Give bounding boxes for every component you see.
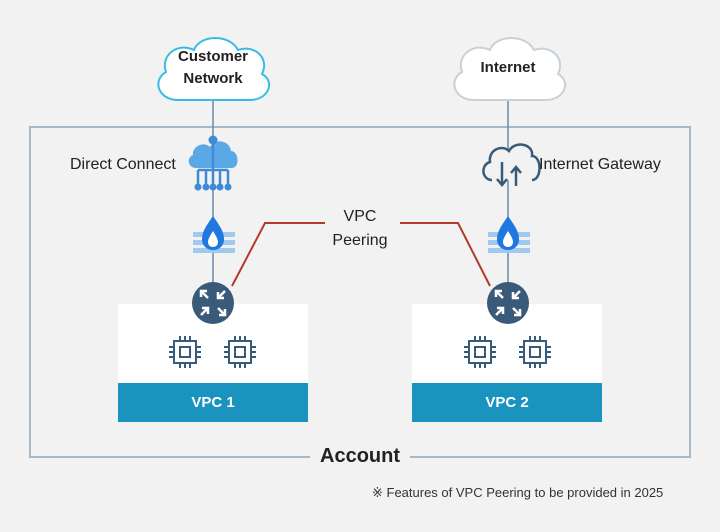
customer-network-label: Customer Network (177, 48, 248, 87)
peering-line-left (231, 222, 325, 287)
account-label: Account (310, 445, 410, 468)
peering-line-right (400, 222, 491, 287)
vpc2-instance-1-icon (464, 336, 496, 368)
customer-network-cloud-icon (157, 37, 271, 101)
vpc2-router-icon (487, 282, 529, 324)
vpc2-bar (412, 383, 602, 422)
internet-cloud-icon (453, 37, 567, 101)
vpc1-router-icon (192, 282, 234, 324)
vpc1-instance-1-icon (169, 336, 201, 368)
vpc2-instance-2-icon (519, 336, 551, 368)
internet-gateway-label: Internet Gateway (539, 156, 661, 173)
left-firewall-icon (193, 216, 235, 253)
direct-connect-label: Direct Connect (70, 156, 176, 173)
vpc1-instance-2-icon (224, 336, 256, 368)
vpc2-label: VPC 2 (485, 394, 529, 411)
internet-gateway-icon (482, 143, 541, 187)
direct-connect-icon (188, 135, 238, 191)
vpc1-bar (118, 383, 308, 422)
vpc1-label: VPC 1 (191, 394, 235, 411)
footnote: ※ Features of VPC Peering to be provided… (372, 485, 664, 500)
internet-label: Internet (480, 59, 536, 76)
vpc-peering-label: VPC Peering (332, 208, 388, 249)
right-firewall-icon (488, 216, 530, 253)
